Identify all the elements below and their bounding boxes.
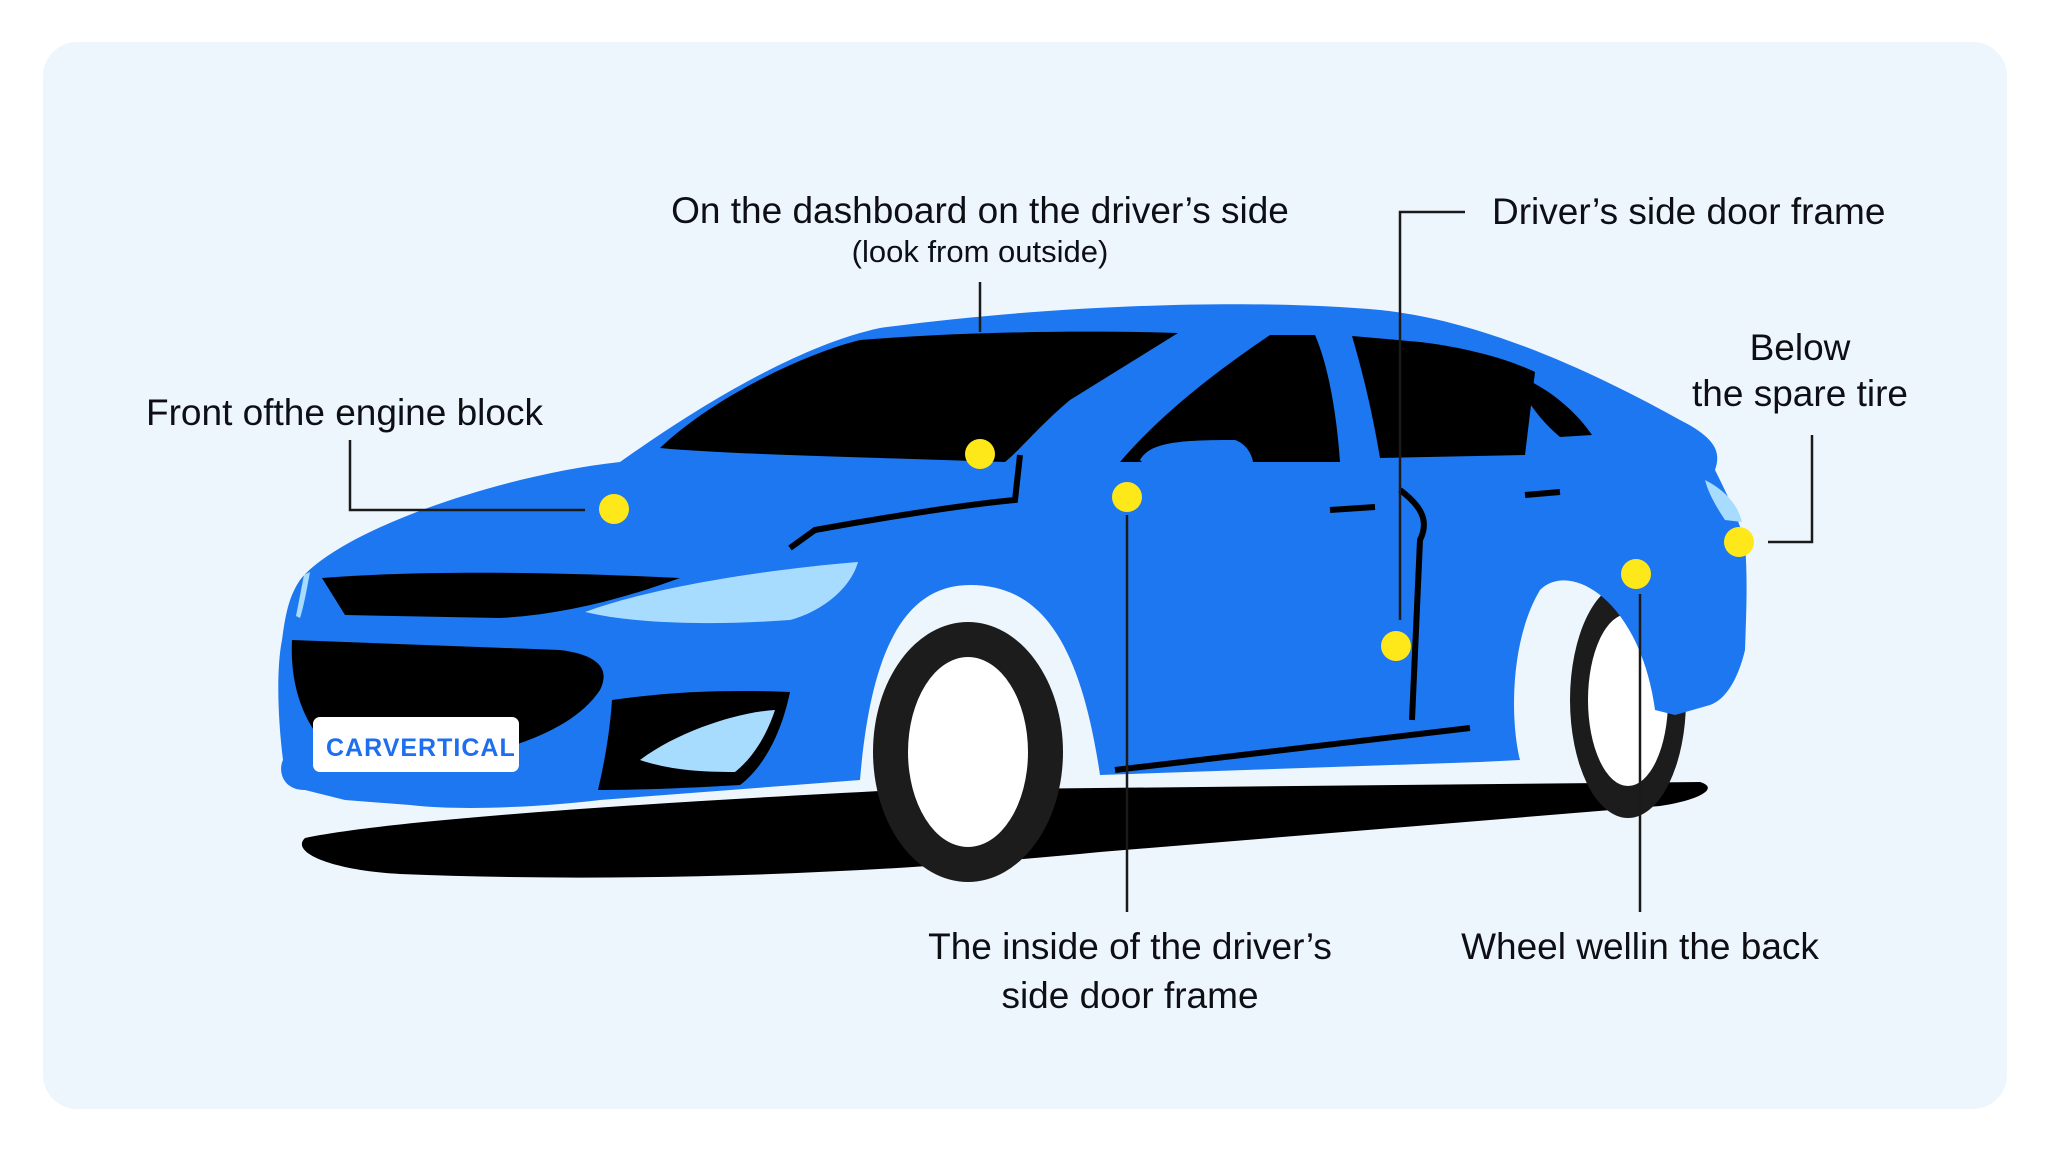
- location-marker-icon: [1621, 559, 1651, 589]
- location-marker-icon: [965, 439, 995, 469]
- leader-line-door-frame: [1398, 210, 1465, 620]
- corner-headlight: [296, 572, 310, 618]
- leader-line-engine: [348, 440, 585, 512]
- front-side-window: [1120, 335, 1340, 462]
- location-marker-icon: [1381, 631, 1411, 661]
- front-door-handle: [1329, 504, 1376, 513]
- label-door-frame: Driver’s side door frame: [1492, 191, 1886, 232]
- logo-text: CARVERTICAL: [326, 734, 516, 762]
- fog-lamp-highlight: [640, 710, 775, 772]
- label-inside-door-line2: side door frame: [1001, 975, 1259, 1016]
- side-sill-line: [1114, 725, 1471, 773]
- door-seam: [1398, 487, 1427, 721]
- label-inside-door-line1: The inside of the driver’s: [928, 926, 1332, 967]
- front-wheel: [873, 622, 1063, 882]
- label-spare-tire-line2: the spare tire: [1692, 373, 1908, 414]
- tail-light: [1705, 480, 1742, 522]
- rear-side-window: [1352, 336, 1535, 458]
- quarter-window: [1515, 375, 1592, 437]
- location-markers: [599, 439, 1754, 661]
- side-mirror: [1140, 440, 1254, 470]
- leader-line-spare-tire: [1768, 435, 1814, 544]
- label-spare-tire-line1: Below: [1749, 327, 1851, 368]
- label-dashboard-note: (look from outside): [851, 234, 1109, 269]
- location-marker-icon: [1724, 527, 1754, 557]
- label-engine-block: Front ofthe engine block: [146, 392, 543, 433]
- label-wheel-well: Wheel wellin the back: [1461, 926, 1819, 967]
- label-dashboard: On the dashboard on the driver’s side: [671, 190, 1289, 231]
- leader-lines: [348, 210, 1814, 912]
- front-headlight: [585, 562, 858, 624]
- upper-grille: [322, 572, 680, 618]
- license-plate: CARVERTICAL: [313, 717, 519, 772]
- location-marker-icon: [1112, 482, 1142, 512]
- hood-crease: [788, 454, 1023, 551]
- windshield: [660, 331, 1178, 462]
- location-marker-icon: [599, 494, 629, 524]
- rear-door-handle: [1524, 489, 1561, 498]
